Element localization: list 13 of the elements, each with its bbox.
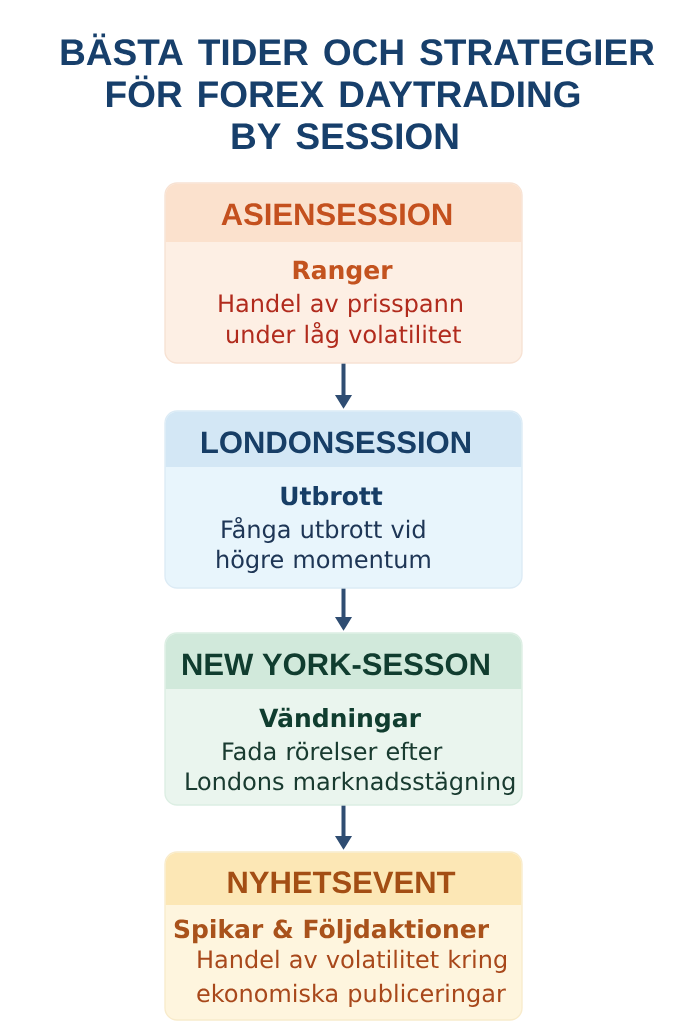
card-header: NEW YORK-SESSON: [165, 633, 522, 689]
strategy-title: Vändningar: [259, 707, 421, 733]
card-header: LONDONSESSION: [165, 411, 522, 467]
description-text: Handel av volatilitet kring ekonomiska publiceringar: [197, 949, 506, 1007]
card-header: NYHETSEVENT: [165, 852, 522, 905]
description-text: Fånga utbrott vid högre momentum: [217, 516, 430, 573]
card-header: ASIENSESSION: [165, 183, 522, 242]
strategy-title: Utbrott: [281, 486, 383, 506]
title-text: BÄSTA TIDER OCH STRATEGIER FÖR FOREX DAYTRADING BY SESSION: [61, 33, 655, 150]
strategy-title: Spikar & Följdaktioner: [174, 918, 489, 944]
description-text: Handel av prisspann under låg volatilitet: [219, 293, 462, 348]
strategy-title: Ranger: [293, 260, 393, 285]
description-text: Fada rörelser efter Londons marknadsstägning: [186, 741, 515, 795]
